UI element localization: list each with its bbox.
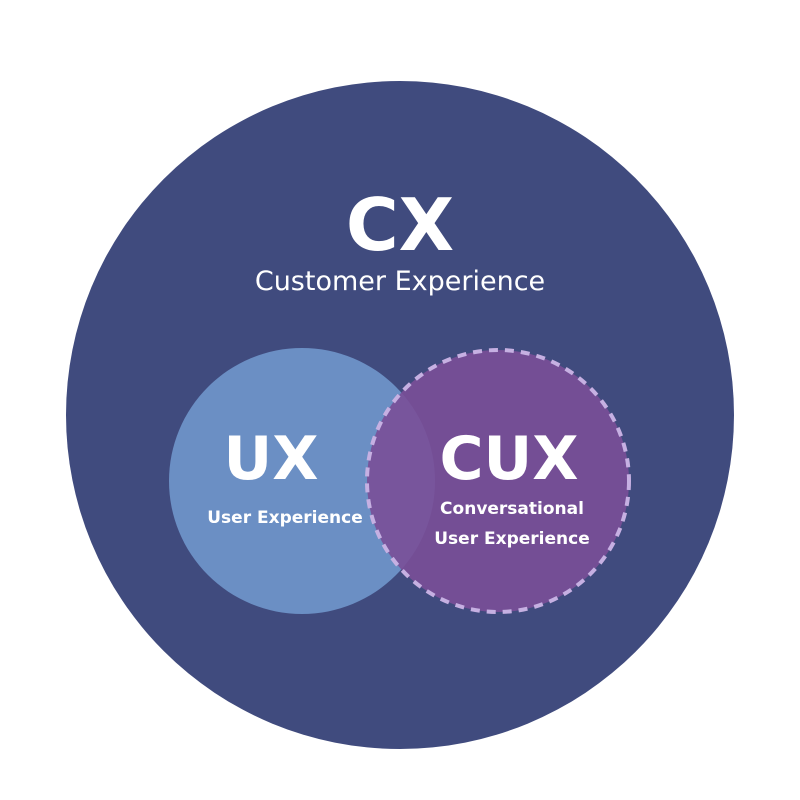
cx-label: Customer Experience [254,266,546,297]
ux-label: User Experience [207,508,363,528]
cux-label-line2: User Experience [434,529,590,549]
cux-label-line1: Conversational [440,499,584,519]
cux-abbr: CUX [439,424,579,494]
ux-circle [169,348,435,614]
cux-circle [365,348,631,614]
cx-abbr: CX [345,183,455,267]
ux-abbr: UX [223,424,319,494]
